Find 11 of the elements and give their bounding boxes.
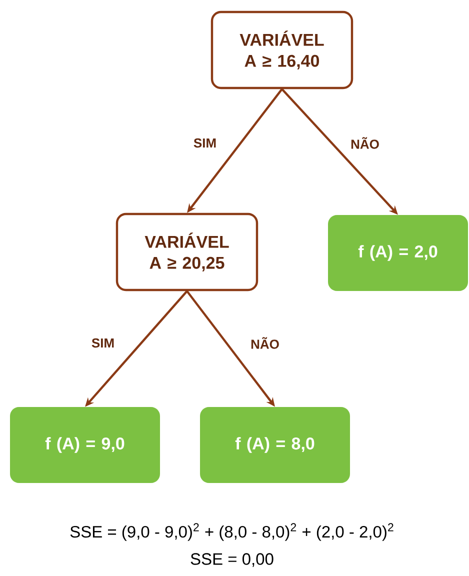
leaf-box: f (A) = 8,0 <box>200 407 350 483</box>
leaf-box: f (A) = 9,0 <box>10 407 160 483</box>
edge-label: NÃO <box>251 337 279 349</box>
edge-label: NÃO <box>351 137 379 149</box>
formula-text: SSE = 0,00 <box>190 553 274 567</box>
formula-text: SSE = (9,0 - 9,0)$^{2}$ + (8,0 - 8,0)$^{2}$ + (2,0 - 2,0)$^{2}$ <box>70 523 394 541</box>
edge-label: SIM <box>92 338 114 348</box>
edge-label: SIM <box>194 138 216 148</box>
leaf-box: f (A) = 2,0 <box>328 215 468 291</box>
decision-box: VARIÁVEL A ≥ 16,40 <box>210 10 354 90</box>
decision-box: VARIÁVEL A ≥ 20,25 <box>116 212 258 292</box>
